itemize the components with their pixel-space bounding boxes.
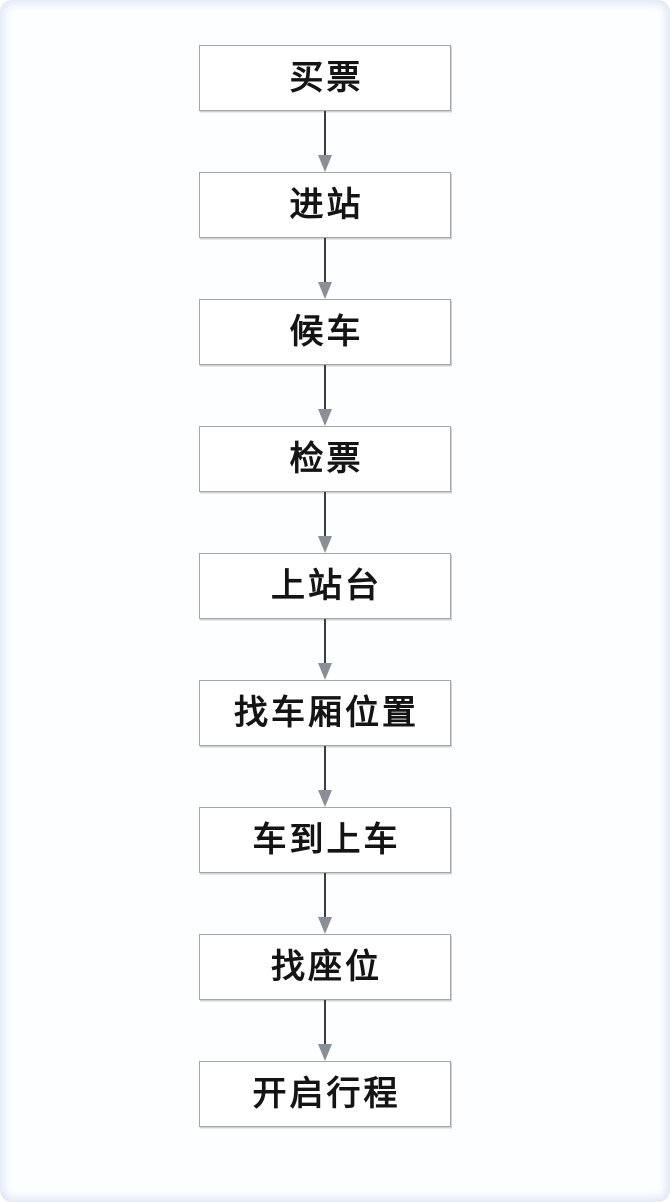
arrow-head-icon bbox=[318, 536, 332, 553]
arrow-line bbox=[324, 619, 326, 664]
node-board-train-label: 车到上车 bbox=[252, 821, 401, 859]
flow-arrow bbox=[318, 238, 332, 299]
node-start-journey: 开启行程 bbox=[199, 1061, 451, 1127]
node-enter-station: 进站 bbox=[199, 172, 451, 238]
node-go-to-platform: 上站台 bbox=[199, 553, 451, 619]
arrow-head-icon bbox=[318, 663, 332, 680]
flow-arrow bbox=[318, 746, 332, 807]
arrow-head-icon bbox=[318, 409, 332, 426]
node-check-ticket: 检票 bbox=[199, 426, 451, 492]
node-board-train: 车到上车 bbox=[199, 807, 451, 873]
arrow-line bbox=[324, 746, 326, 791]
node-wait-for-train-label: 候车 bbox=[289, 313, 364, 351]
flow-arrow bbox=[318, 492, 332, 553]
node-find-seat-label: 找座位 bbox=[271, 948, 382, 986]
node-start-journey-label: 开启行程 bbox=[252, 1075, 401, 1113]
node-enter-station-label: 进站 bbox=[289, 186, 364, 224]
arrow-line bbox=[324, 873, 326, 918]
arrow-head-icon bbox=[318, 917, 332, 934]
arrow-head-icon bbox=[318, 790, 332, 807]
node-find-carriage: 找车厢位置 bbox=[199, 680, 451, 746]
node-find-seat: 找座位 bbox=[199, 934, 451, 1000]
arrow-line bbox=[324, 365, 326, 410]
node-wait-for-train: 候车 bbox=[199, 299, 451, 365]
node-find-carriage-label: 找车厢位置 bbox=[234, 694, 419, 732]
flow-arrow bbox=[318, 365, 332, 426]
arrow-line bbox=[324, 111, 326, 156]
flow-arrow bbox=[318, 111, 332, 172]
arrow-head-icon bbox=[318, 282, 332, 299]
arrow-line bbox=[324, 238, 326, 283]
flow-arrow bbox=[318, 1000, 332, 1061]
flow-arrow bbox=[318, 619, 332, 680]
node-go-to-platform-label: 上站台 bbox=[271, 567, 382, 605]
arrow-head-icon bbox=[318, 1044, 332, 1061]
arrow-line bbox=[324, 492, 326, 537]
node-buy-ticket: 买票 bbox=[199, 45, 451, 111]
node-check-ticket-label: 检票 bbox=[289, 440, 364, 478]
arrow-head-icon bbox=[318, 155, 332, 172]
flow-arrow bbox=[318, 873, 332, 934]
arrow-line bbox=[324, 1000, 326, 1045]
node-buy-ticket-label: 买票 bbox=[289, 59, 364, 97]
flow-column: 买票 进站 候车 检票 上站台 bbox=[199, 45, 451, 1127]
